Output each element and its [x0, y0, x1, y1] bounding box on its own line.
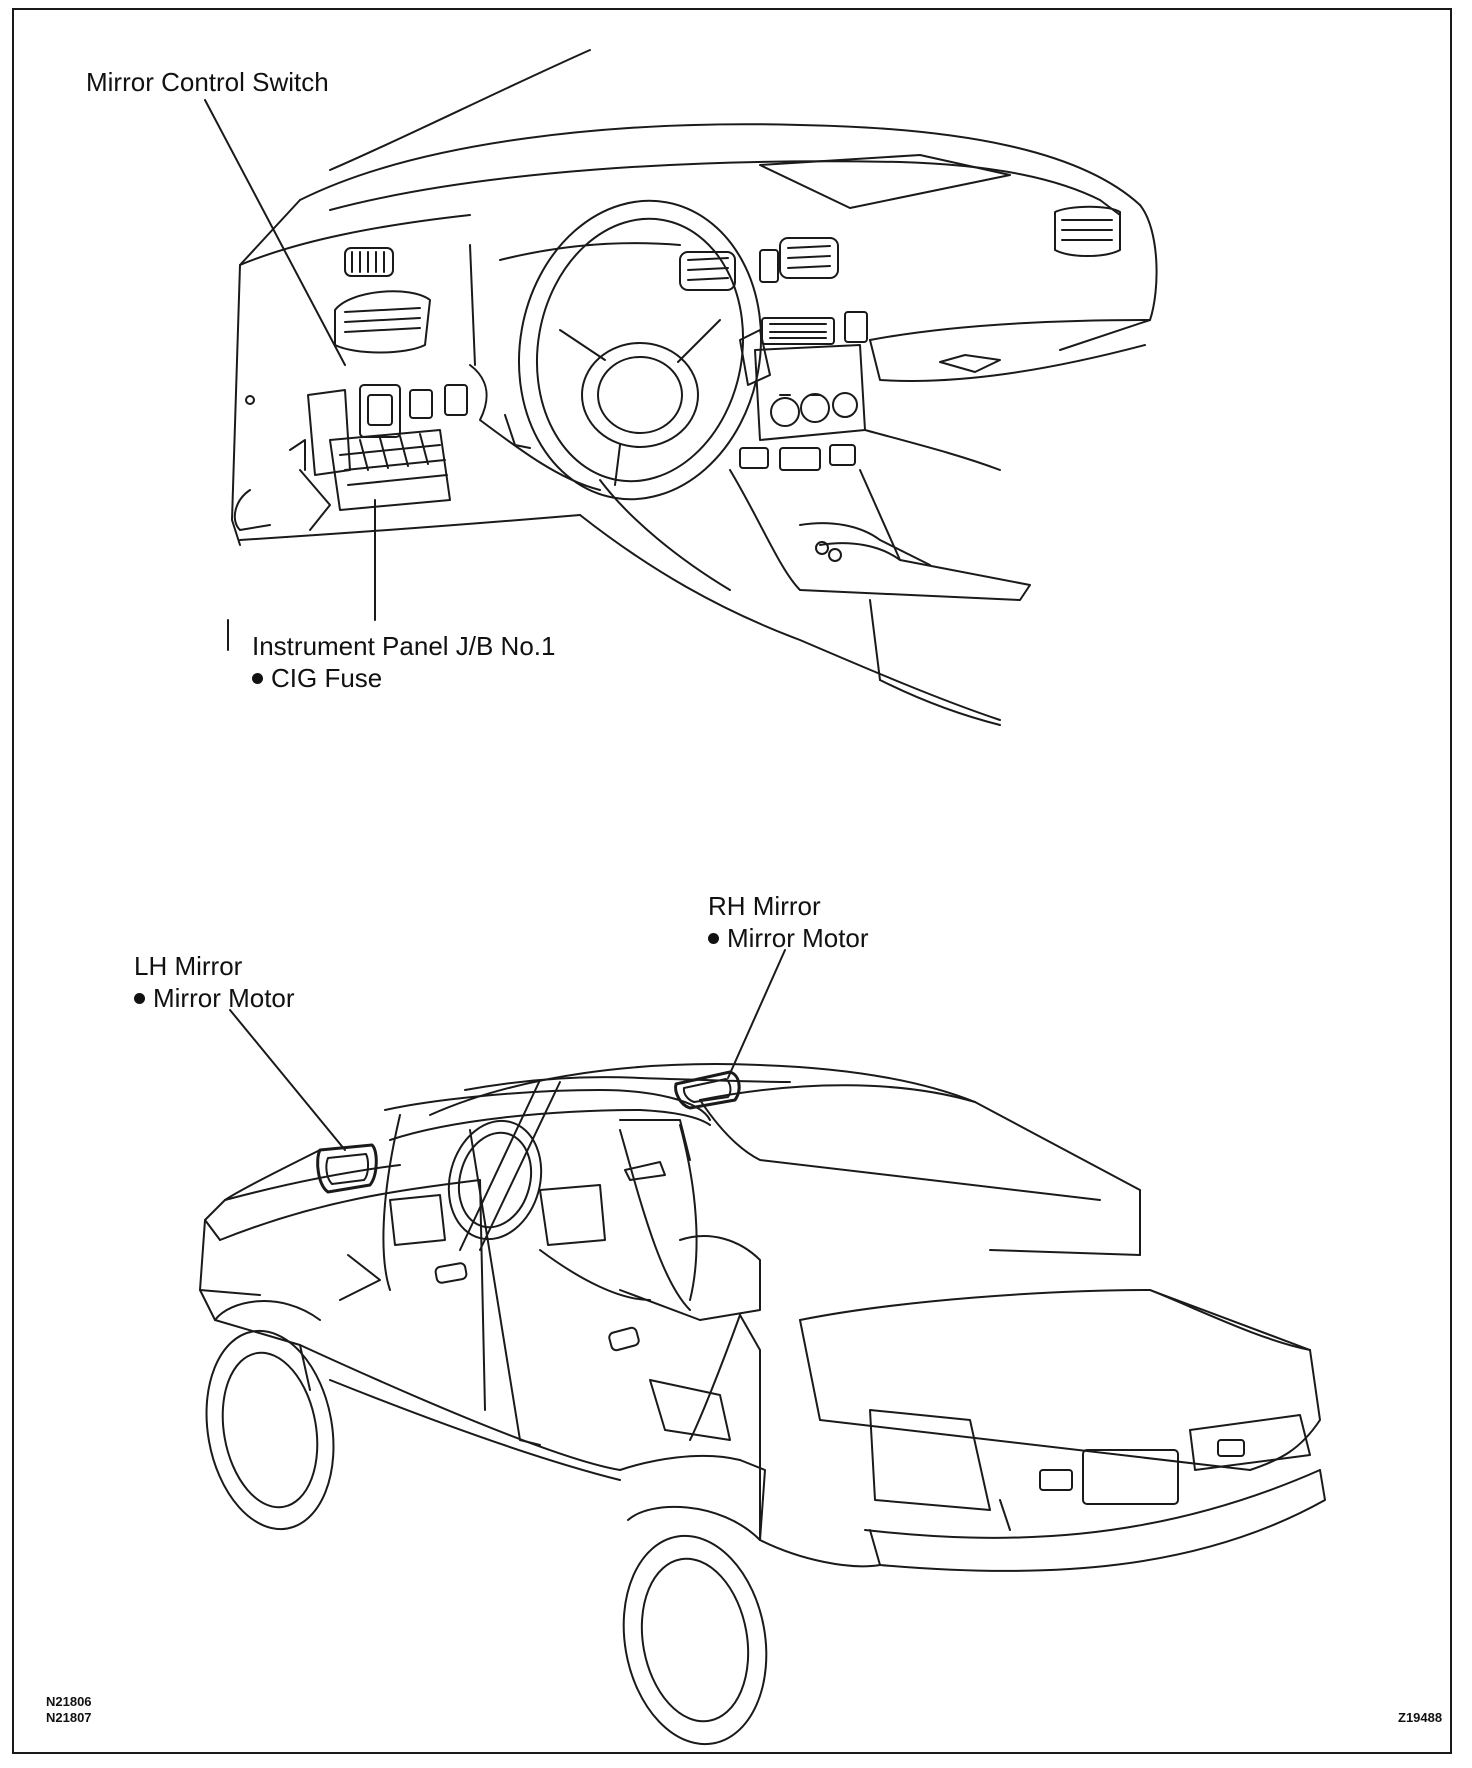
figure-code-right: Z19488: [1398, 1710, 1443, 1725]
rh-mirror-motor-text: Mirror Motor: [727, 923, 869, 953]
figure-code-1: N21806: [46, 1694, 92, 1709]
mirror-switch-leader-line: [204, 99, 346, 366]
lh-mirror-label: LH Mirror: [134, 951, 243, 981]
instrument-panel-jb-label: Instrument Panel J/B No.1: [252, 631, 556, 661]
rh-mirror-motor-label: Mirror Motor: [708, 922, 869, 954]
cig-fuse-label: CIG Fuse: [252, 662, 382, 694]
leader-lines-bottom: [229, 949, 786, 1151]
lh-mirror-leader-line: [229, 1009, 346, 1151]
bullet-icon: [252, 672, 263, 684]
mirror-control-switch-label: Mirror Control Switch: [86, 67, 329, 97]
dashboard-illustration: [231, 49, 1158, 726]
rh-mirror-label: RH Mirror: [708, 891, 821, 921]
car-illustration: [199, 1063, 1326, 1746]
bullet-icon: [134, 992, 145, 1004]
leader-lines-top: [204, 99, 376, 651]
lh-mirror-motor-label: Mirror Motor: [134, 982, 295, 1014]
bullet-icon: [708, 932, 719, 944]
rh-mirror-leader-line: [727, 949, 786, 1079]
cig-fuse-text: CIG Fuse: [271, 663, 383, 693]
figure-code-2: N21807: [46, 1710, 92, 1725]
lh-mirror-motor-text: Mirror Motor: [153, 983, 295, 1013]
diagram-frame: [12, 8, 1452, 1754]
